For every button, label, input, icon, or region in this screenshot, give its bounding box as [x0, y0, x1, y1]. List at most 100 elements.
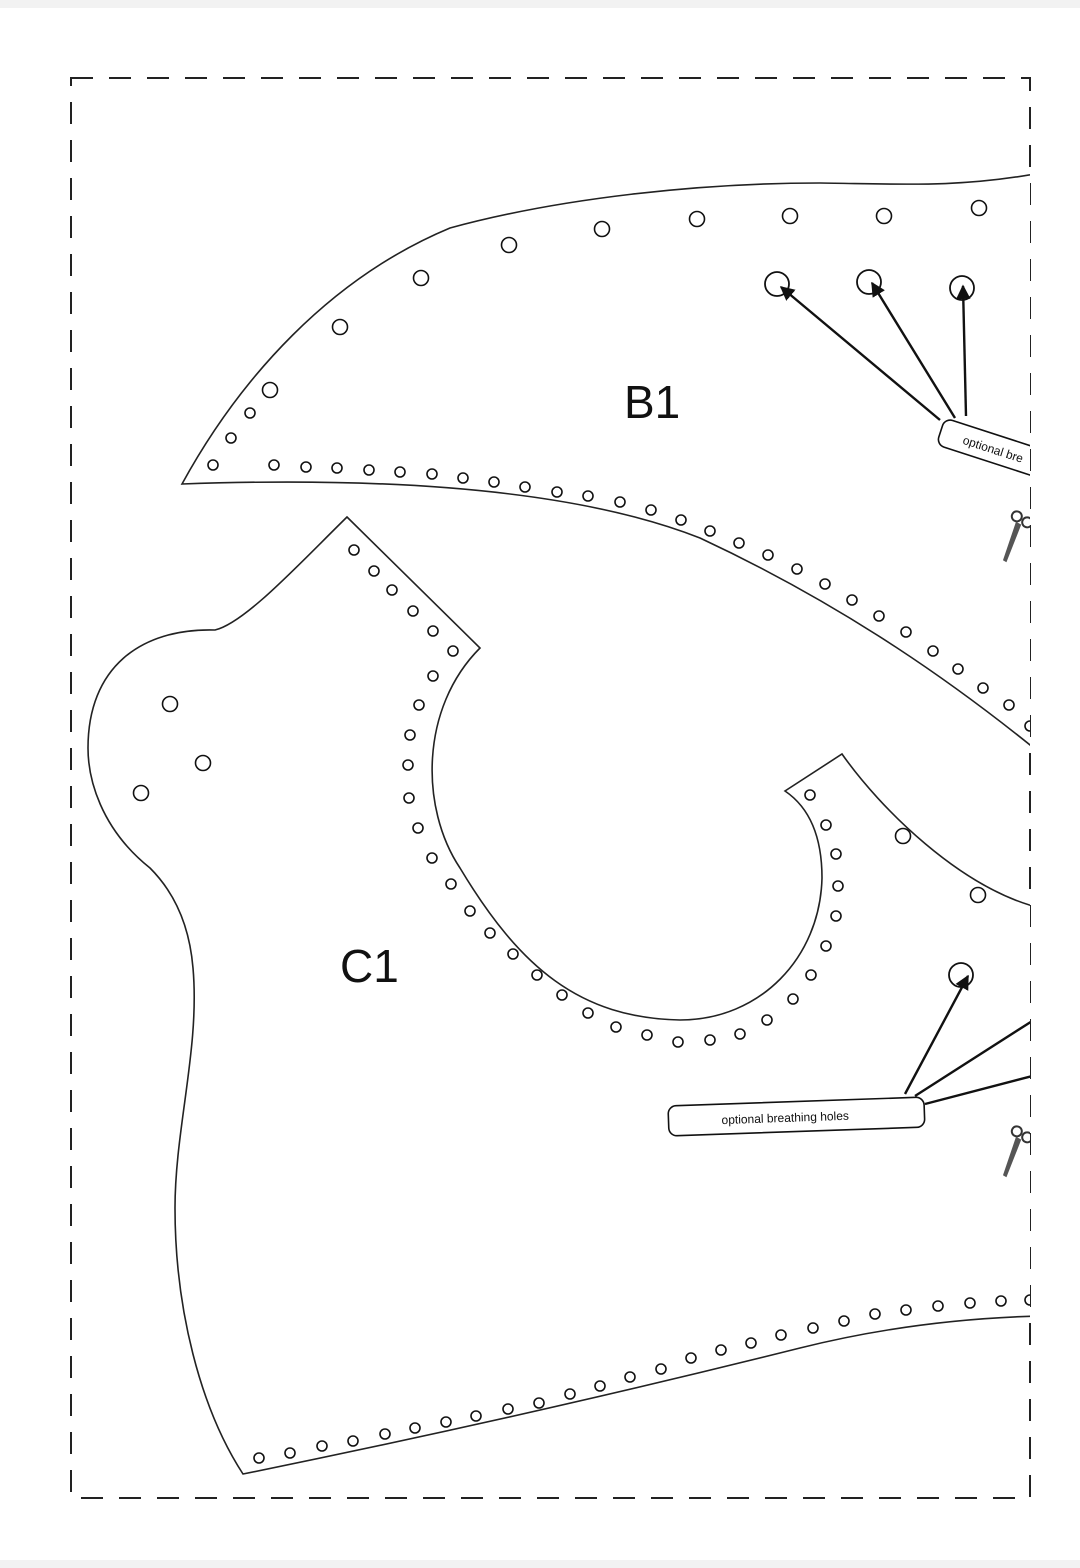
stitch-hole — [379, 1428, 391, 1440]
stitch-hole — [412, 822, 424, 834]
stitch-hole — [832, 880, 844, 892]
stitch-hole — [225, 432, 237, 444]
stitch-hole — [1003, 699, 1015, 711]
stitch-hole — [207, 459, 219, 471]
arrow-b1-1 — [779, 286, 941, 421]
stitch-hole — [426, 852, 438, 864]
stitch-hole — [519, 481, 531, 493]
stitch-hole — [964, 1297, 976, 1309]
stitch-hole — [531, 969, 543, 981]
stitch-hole — [787, 993, 799, 1005]
stitch-hole — [875, 207, 893, 225]
stitch-hole — [688, 210, 706, 228]
stitch-hole — [470, 1410, 482, 1422]
stitch-hole — [1024, 720, 1030, 732]
stitch-hole — [427, 670, 439, 682]
stitch-hole — [582, 1007, 594, 1019]
stitch-hole — [781, 207, 799, 225]
breathing-hole — [764, 271, 790, 297]
stitch-hole — [403, 792, 415, 804]
stitch-hole — [413, 699, 425, 711]
stitch-hole — [645, 504, 657, 516]
scissors-icon — [1002, 510, 1030, 563]
stitch-hole — [502, 1403, 514, 1415]
stitch-hole — [445, 878, 457, 890]
stitch-hole — [593, 220, 611, 238]
stitch-hole — [500, 236, 518, 254]
stitch-hole — [331, 462, 343, 474]
stitch-hole — [457, 472, 469, 484]
stitch-hole — [368, 565, 380, 577]
stitch-hole — [846, 594, 858, 606]
pattern-sheet: optional bre optional breathing holes B1… — [0, 8, 1080, 1560]
stitch-hole — [194, 754, 212, 772]
stitch-hole — [761, 1014, 773, 1026]
sewing-pattern-diagram: optional bre optional breathing holes B1… — [70, 77, 1031, 1499]
stitch-hole — [894, 827, 912, 845]
stitch-hole — [582, 490, 594, 502]
stitch-hole — [409, 1422, 421, 1434]
stitch-hole — [927, 645, 939, 657]
note-c1-box — [667, 1096, 926, 1137]
stitch-hole — [970, 199, 988, 217]
stitch-hole — [507, 948, 519, 960]
stitch-hole — [733, 537, 745, 549]
page-border — [70, 77, 1031, 1499]
stitch-hole — [614, 496, 626, 508]
stitch-hole — [952, 663, 964, 675]
stitch-hole — [564, 1388, 576, 1400]
stitch-hole — [412, 269, 430, 287]
stitch-hole — [594, 1380, 606, 1392]
stitch-hole — [440, 1416, 452, 1428]
stitch-hole — [762, 549, 774, 561]
stitch-hole — [734, 1028, 746, 1040]
stitch-hole — [244, 407, 256, 419]
stitch-holes — [132, 199, 1030, 1464]
stitch-hole — [869, 1308, 881, 1320]
stitch-hole — [610, 1021, 622, 1033]
scissors-icon — [1002, 1125, 1030, 1178]
stitch-hole — [331, 318, 349, 336]
stitch-hole — [347, 1435, 359, 1447]
stitch-hole — [300, 461, 312, 473]
stitch-hole — [805, 969, 817, 981]
arrow-b1-3 — [956, 284, 971, 417]
stitch-hole — [900, 1304, 912, 1316]
stitch-hole — [386, 584, 398, 596]
stitch-hole — [253, 1452, 265, 1464]
arrow-c1-2 — [914, 1020, 1030, 1098]
stitch-hole — [675, 514, 687, 526]
stitch-hole — [132, 784, 150, 802]
stitch-hole — [655, 1363, 667, 1375]
stitch-hole — [533, 1397, 545, 1409]
note-b1-box — [937, 419, 1030, 493]
stitch-hole — [838, 1315, 850, 1327]
stitch-hole — [969, 886, 987, 904]
stitch-hole — [316, 1440, 328, 1452]
piece-label-b1: B1 — [624, 376, 680, 428]
stitch-hole — [426, 468, 438, 480]
stitch-hole — [745, 1337, 757, 1349]
stitch-hole — [830, 848, 842, 860]
stitch-hole — [464, 905, 476, 917]
stitch-hole — [284, 1447, 296, 1459]
stitch-hole — [932, 1300, 944, 1312]
stitch-hole — [804, 789, 816, 801]
stitch-hole — [819, 578, 831, 590]
stitch-hole — [791, 563, 803, 575]
note-c1-text: optional breathing holes — [721, 1109, 849, 1127]
stitch-hole — [977, 682, 989, 694]
stitch-hole — [348, 544, 360, 556]
stitch-hole — [268, 459, 280, 471]
stitch-hole — [820, 819, 832, 831]
stitch-hole — [447, 645, 459, 657]
stitch-hole — [704, 525, 716, 537]
arrow-c1-3 — [924, 1075, 1030, 1106]
stitch-hole — [715, 1344, 727, 1356]
stitch-hole — [900, 626, 912, 638]
stitch-hole — [484, 927, 496, 939]
breathing-hole — [948, 962, 974, 988]
piece-label-c1: C1 — [340, 940, 399, 992]
stitch-hole — [641, 1029, 653, 1041]
stitch-hole — [830, 910, 842, 922]
